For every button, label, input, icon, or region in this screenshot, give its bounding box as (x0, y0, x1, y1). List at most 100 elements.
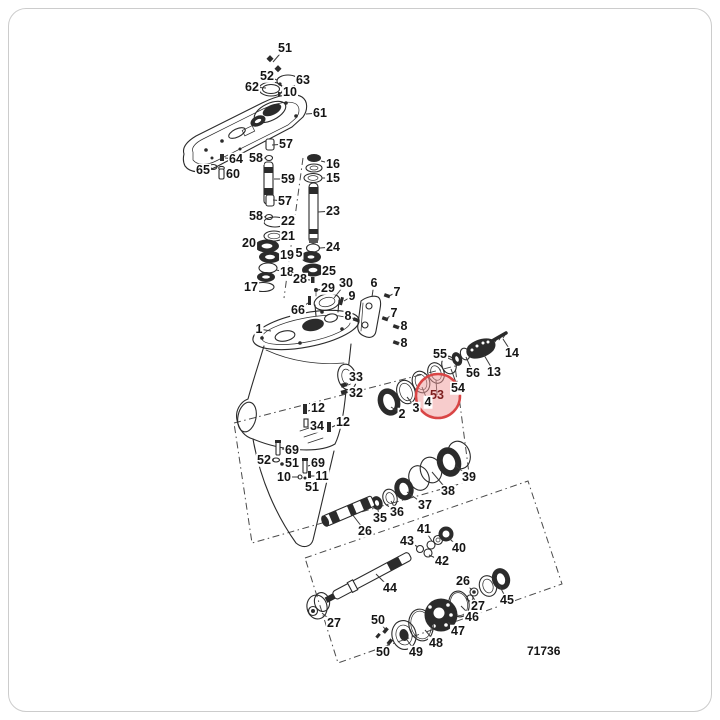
callout-33[interactable]: 33 (348, 369, 364, 384)
callout-6[interactable]: 6 (369, 275, 379, 290)
callout-8-2[interactable]: 8 (399, 318, 409, 333)
callout-4[interactable]: 4 (423, 394, 433, 409)
callout-1[interactable]: 1 (254, 321, 264, 336)
callout-13[interactable]: 13 (486, 364, 502, 379)
callout-52[interactable]: 52 (259, 68, 275, 83)
callout-10[interactable]: 10 (282, 84, 298, 99)
callout-26-2[interactable]: 26 (455, 573, 471, 588)
callout-24[interactable]: 24 (325, 239, 341, 254)
callout-49[interactable]: 49 (408, 644, 424, 659)
callout-52-2[interactable]: 52 (256, 452, 272, 467)
callout-41[interactable]: 41 (416, 521, 432, 536)
callout-5[interactable]: 5 (294, 245, 304, 260)
callout-51-3[interactable]: 51 (304, 479, 320, 494)
callout-51-2[interactable]: 51 (284, 455, 300, 470)
part-16-15-washers (303, 154, 323, 184)
callout-32[interactable]: 32 (348, 385, 364, 400)
callout-57-2[interactable]: 57 (277, 193, 293, 208)
callout-69-2[interactable]: 69 (310, 455, 326, 470)
callout-58-2[interactable]: 58 (248, 208, 264, 223)
callout-40[interactable]: 40 (451, 540, 467, 555)
callout-55[interactable]: 55 (432, 346, 448, 361)
part-40-43-cross-pin-group (415, 526, 454, 558)
part-27-spool (306, 592, 331, 620)
part-30-pump-base (308, 293, 344, 317)
part-69-52-51-10-11-hardware (271, 440, 311, 485)
callout-58[interactable]: 58 (248, 150, 264, 165)
callout-34[interactable]: 34 (309, 418, 325, 433)
callout-16[interactable]: 16 (325, 156, 341, 171)
callout-9[interactable]: 9 (347, 288, 357, 303)
callout-21[interactable]: 21 (280, 228, 296, 243)
callout-29[interactable]: 29 (320, 280, 336, 295)
callout-17[interactable]: 17 (243, 279, 259, 294)
callout-26[interactable]: 26 (357, 523, 373, 538)
callout-56[interactable]: 56 (465, 365, 481, 380)
callout-42[interactable]: 42 (434, 553, 450, 568)
callout-18[interactable]: 18 (279, 264, 295, 279)
callout-7-2[interactable]: 7 (389, 305, 399, 320)
callout-45[interactable]: 45 (499, 592, 515, 607)
part-57-58-59-shift-shaft (263, 138, 275, 221)
callout-37[interactable]: 37 (417, 497, 433, 512)
part-44-prop-shaft (324, 552, 412, 603)
callout-8-3[interactable]: 8 (399, 335, 409, 350)
callout-44[interactable]: 44 (382, 580, 398, 595)
part-1-gear-housing (236, 309, 360, 548)
callout-14[interactable]: 14 (504, 345, 520, 360)
callout-3[interactable]: 3 (411, 400, 421, 415)
callout-43[interactable]: 43 (399, 533, 415, 548)
callout-15[interactable]: 15 (325, 170, 341, 185)
callout-50-2[interactable]: 50 (375, 644, 391, 659)
callout-38[interactable]: 38 (440, 483, 456, 498)
callout-62[interactable]: 62 (244, 79, 260, 94)
callout-57[interactable]: 57 (278, 136, 294, 151)
callout-25[interactable]: 25 (321, 263, 337, 278)
leader-lines (202, 47, 513, 653)
callout-10-2[interactable]: 10 (276, 469, 292, 484)
callout-27-2[interactable]: 27 (326, 615, 342, 630)
callout-36[interactable]: 36 (389, 504, 405, 519)
callout-66[interactable]: 66 (290, 302, 306, 317)
callout-22[interactable]: 22 (280, 213, 296, 228)
callout-12[interactable]: 12 (310, 400, 326, 415)
callout-46[interactable]: 46 (464, 609, 480, 624)
callout-2[interactable]: 2 (397, 406, 407, 421)
callout-11[interactable]: 11 (314, 468, 330, 483)
callout-60[interactable]: 60 (225, 166, 241, 181)
part-45-50-bearing-carrier-group (375, 568, 511, 650)
callout-69[interactable]: 69 (284, 442, 300, 457)
callout-35[interactable]: 35 (372, 510, 388, 525)
part-12-34-bolts (303, 404, 331, 432)
callout-59[interactable]: 59 (280, 171, 296, 186)
callout-51[interactable]: 51 (277, 40, 293, 55)
callout-39[interactable]: 39 (461, 469, 477, 484)
callout-63[interactable]: 63 (295, 72, 311, 87)
callout-27[interactable]: 27 (470, 598, 486, 613)
callout-47[interactable]: 47 (450, 623, 466, 638)
part-23-driveshaft (308, 182, 319, 244)
callout-61[interactable]: 61 (312, 105, 328, 120)
callout-64[interactable]: 64 (228, 151, 244, 166)
callout-20[interactable]: 20 (241, 235, 257, 250)
callout-8[interactable]: 8 (343, 308, 353, 323)
part-28-29-fasteners (311, 277, 318, 297)
callout-53[interactable]: 53 (430, 387, 444, 402)
callout-19[interactable]: 19 (279, 247, 295, 262)
callout-30[interactable]: 30 (338, 275, 354, 290)
part-33-32-screws (340, 382, 348, 395)
part-35-39-forward-gear-group (321, 440, 471, 527)
part-61-cover-plate (182, 94, 308, 173)
callout-23[interactable]: 23 (325, 203, 341, 218)
callout-65[interactable]: 65 (195, 162, 211, 177)
callout-12-2[interactable]: 12 (335, 414, 351, 429)
part-17-22-seal-stack (251, 216, 287, 293)
callout-28[interactable]: 28 (292, 271, 308, 286)
callout-50[interactable]: 50 (370, 612, 386, 627)
part-6-bracket (357, 295, 382, 338)
callout-7[interactable]: 7 (392, 284, 402, 299)
callout-48[interactable]: 48 (428, 635, 444, 650)
callout-54[interactable]: 54 (450, 380, 466, 395)
